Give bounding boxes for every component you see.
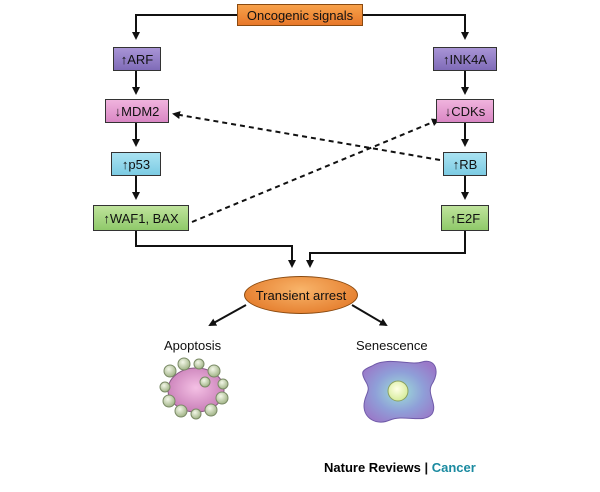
- node-p53: ↑p53: [111, 152, 161, 176]
- node-cdks: ↓CDKs: [436, 99, 494, 123]
- node-e2f: ↑E2F: [441, 205, 489, 231]
- cross-inhibition-arrows: [172, 111, 441, 223]
- apoptosis-cell-icon: [159, 357, 229, 420]
- credit-publisher: Nature Reviews: [324, 460, 421, 475]
- credit-journal: Cancer: [431, 460, 476, 475]
- source-box-oncogenic-signals: Oncogenic signals: [237, 4, 363, 26]
- credit-separator: |: [424, 460, 429, 475]
- fate-senescence-label: Senescence: [356, 338, 428, 353]
- merge-connectors: [135, 231, 466, 268]
- node-mdm2: ↓MDM2: [105, 99, 169, 123]
- node-waf1-bax: ↑WAF1, BAX: [93, 205, 189, 231]
- fate-apoptosis-label: Apoptosis: [164, 338, 222, 353]
- node-rb: ↑RB: [443, 152, 487, 176]
- node-ink4a: ↑INK4A: [433, 47, 497, 71]
- journal-credit: Nature Reviews | Cancer: [324, 460, 476, 475]
- fate-arrows: [208, 304, 388, 327]
- senescence-cell-icon: [362, 360, 437, 423]
- source-connectors: [132, 14, 469, 40]
- outcome-transient-arrest: Transient arrest: [244, 276, 358, 314]
- node-arf: ↑ARF: [113, 47, 161, 71]
